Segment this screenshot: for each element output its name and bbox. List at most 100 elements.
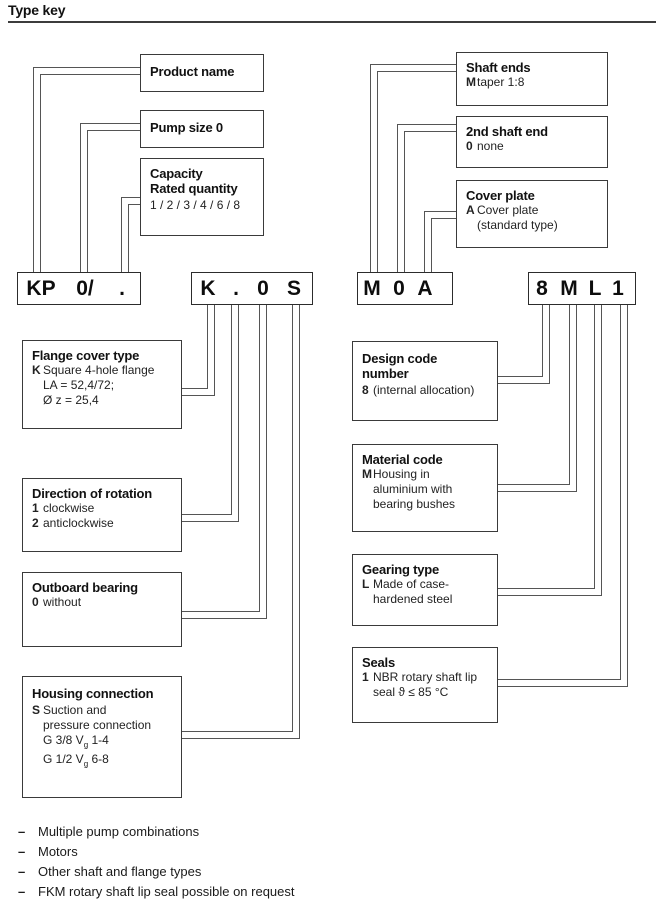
- box-title-2: number: [362, 366, 409, 381]
- code-char: 0: [257, 276, 269, 300]
- box-row: (standard type): [466, 218, 607, 233]
- box-row: 1 / 2 / 3 / 4 / 6 / 8: [150, 198, 241, 212]
- list-item-label: Multiple pump combinations: [38, 824, 200, 839]
- box-title: 2nd shaft end: [466, 124, 548, 139]
- box-row: bearing bushes: [362, 497, 497, 512]
- box-row-text-vg1: G 3/8 Vg 1-4: [43, 733, 109, 750]
- code-char: .: [119, 276, 125, 300]
- box-row: pressure connection: [32, 718, 181, 733]
- box-row-text: aluminium with: [373, 482, 453, 496]
- box-design-code-number: Design code number 8 (internal allocation…: [352, 341, 498, 421]
- box-row: Ø z = 25,4: [32, 393, 181, 408]
- box-row: Mtaper 1:8: [466, 75, 607, 90]
- box-title-2: Rated quantity: [150, 181, 238, 196]
- box-row-text: Housing in: [373, 467, 430, 481]
- box-title: Material code: [362, 452, 443, 467]
- code-char: 8: [536, 276, 548, 300]
- box-row-text: hardened steel: [373, 592, 453, 606]
- box-row-text: Suction and: [43, 703, 107, 717]
- list-item-label: Other shaft and flange types: [38, 864, 202, 879]
- box-row-key: 8: [362, 383, 369, 397]
- box-row-text: taper 1:8: [477, 75, 525, 89]
- box-title: Outboard bearing: [32, 580, 138, 595]
- box-row: MHousing in: [362, 467, 497, 482]
- code-char: A: [417, 276, 433, 300]
- box-row: G 3/8 Vg 1-4: [32, 733, 181, 752]
- box-row: G 1/2 Vg 6-8: [32, 752, 181, 771]
- box-capacity: Capacity Rated quantity 1 / 2 / 3 / 4 / …: [140, 158, 264, 236]
- header-divider: [8, 21, 656, 23]
- code-group-3: M 0 A: [357, 272, 453, 305]
- box-row-key: 2: [32, 516, 39, 530]
- box-row-text: clockwise: [43, 501, 95, 515]
- box-shaft-ends: Shaft ends Mtaper 1:8: [456, 52, 608, 106]
- box-row: aluminium with: [362, 482, 497, 497]
- box-row-key: S: [32, 703, 41, 717]
- code-group-1: KP 0/ .: [17, 272, 141, 305]
- code-char: 0/: [76, 276, 94, 300]
- list-item-label: FKM rotary shaft lip seal possible on re…: [38, 884, 295, 899]
- code-char: L: [588, 276, 602, 300]
- code-group-2: K . 0 S: [191, 272, 313, 305]
- box-row-text: pressure connection: [43, 718, 152, 732]
- box-row-key: 1: [32, 501, 39, 515]
- box-row-text: none: [477, 139, 504, 153]
- box-row-text: (internal allocation): [373, 383, 475, 397]
- page-title: Type key: [8, 2, 66, 18]
- notes-list: –Multiple pump combinations –Motors –Oth…: [18, 822, 518, 902]
- box-row: seal ϑ ≤ 85 °C: [362, 685, 497, 700]
- code-char: 0: [393, 276, 405, 300]
- box-material-code: Material code MHousing in aluminium with…: [352, 444, 498, 532]
- code-char: M: [363, 276, 381, 300]
- box-pump-size: Pump size 0: [140, 110, 264, 148]
- list-item-label: Motors: [38, 844, 78, 859]
- box-row-text: (standard type): [477, 218, 558, 232]
- box-title: Product name: [150, 64, 235, 79]
- box-title: Cover plate: [466, 188, 535, 203]
- box-row: hardened steel: [362, 592, 497, 607]
- box-row: 0 none: [466, 139, 607, 154]
- box-row-text-vg2: G 1/2 Vg 6-8: [43, 752, 109, 769]
- box-row-text: NBR rotary shaft lip: [373, 670, 478, 684]
- list-item: –Other shaft and flange types: [18, 862, 518, 882]
- box-row: LA = 52,4/72;: [32, 378, 181, 393]
- box-title: Capacity: [150, 166, 203, 181]
- box-title: Flange cover type: [32, 348, 140, 363]
- box-second-shaft-end: 2nd shaft end 0 none: [456, 116, 608, 168]
- code-char: 1: [612, 276, 624, 300]
- box-title: Gearing type: [362, 562, 440, 577]
- box-row-key: 1: [362, 670, 369, 684]
- list-dash: –: [18, 844, 26, 859]
- box-title: Shaft ends: [466, 60, 531, 75]
- code-char: S: [286, 276, 301, 300]
- box-row-text: Ø z = 25,4: [43, 393, 99, 407]
- code-char: .: [233, 276, 239, 300]
- list-item: –FKM rotary shaft lip seal possible on r…: [18, 882, 518, 902]
- code-char: M: [560, 276, 578, 300]
- list-item: –Multiple pump combinations: [18, 822, 518, 842]
- box-row-key: M: [362, 467, 372, 481]
- box-row-text: Square 4-hole flange: [43, 363, 155, 377]
- list-dash: –: [18, 884, 26, 899]
- list-item: –Motors: [18, 842, 518, 862]
- box-row-text: Made of case-: [373, 577, 450, 591]
- box-row-key: 0: [466, 139, 473, 153]
- box-row: 1 clockwise: [32, 501, 181, 516]
- box-title: Pump size 0: [150, 120, 223, 135]
- box-row-text: without: [43, 595, 82, 609]
- list-dash: –: [18, 824, 26, 839]
- code-char: KP: [26, 276, 56, 300]
- box-row-text: anticlockwise: [43, 516, 114, 530]
- code-group-4: 8 M L 1: [528, 272, 636, 305]
- box-title: Design code: [362, 351, 438, 366]
